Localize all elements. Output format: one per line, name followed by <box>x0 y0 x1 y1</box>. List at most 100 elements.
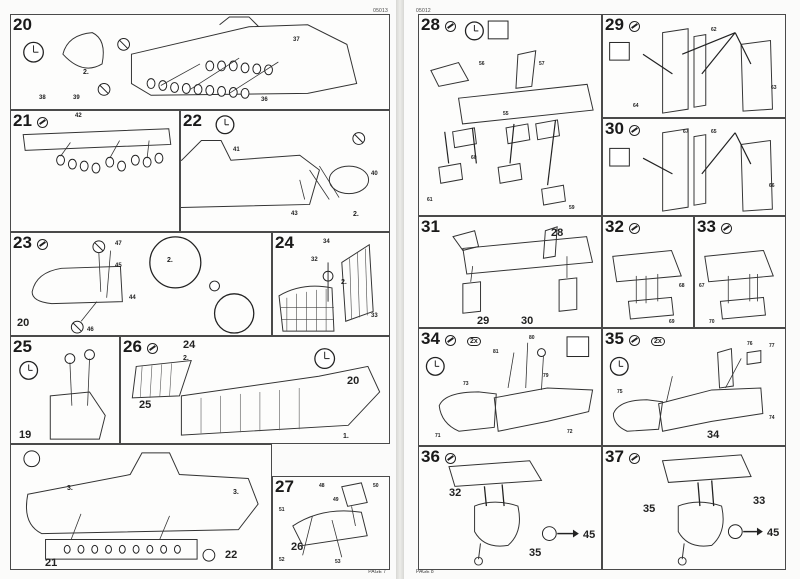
part-ref: 1. <box>343 433 349 440</box>
part-ref: 33 <box>753 495 766 507</box>
page-id: 05012 <box>416 8 431 14</box>
part-ref: 39 <box>73 95 80 101</box>
glue-icon <box>629 223 640 234</box>
part-ref: 63 <box>771 85 777 91</box>
part-ref: 62 <box>711 27 717 33</box>
part-ref: 76 <box>747 341 753 347</box>
part-ref: 20 <box>347 375 360 387</box>
part-ref: 42 <box>75 113 82 119</box>
step-number: 32 <box>605 217 624 236</box>
part-ref: 57 <box>539 61 545 67</box>
step-36-drawing <box>448 460 579 566</box>
step-34-panel: 34 2x 81 80 79 71 72 73 <box>418 328 602 446</box>
part-ref: 22 <box>225 549 238 561</box>
step-30-drawing <box>609 128 773 212</box>
part-ref: 56 <box>479 61 485 67</box>
step-20-panel: 20 38 39 37 36 2. <box>10 14 390 110</box>
glue-icon <box>629 21 640 32</box>
step-25-drawing <box>19 349 106 440</box>
step-32-panel: 32 68 69 <box>602 216 694 328</box>
glue-icon <box>721 223 732 234</box>
part-ref: 45 <box>115 263 122 269</box>
step-37-drawing <box>661 454 763 566</box>
glue-icon <box>23 450 41 468</box>
step-number: 24 <box>275 233 294 252</box>
part-ref: 45 <box>767 527 780 539</box>
quantity-badge: 2x <box>651 337 665 346</box>
step-number: 28 <box>421 15 440 34</box>
glue-icon <box>445 335 456 346</box>
step-22-panel: 22 41 43 40 2. <box>180 110 390 232</box>
glue-icon <box>147 343 158 354</box>
page-footer: PAGE 7 <box>368 569 386 575</box>
part-ref: 47 <box>115 241 122 247</box>
step-28-panel: 28 56 57 55 60 61 59 <box>418 14 602 216</box>
step-33-panel: 33 67 70 <box>694 216 786 328</box>
part-ref: 2. <box>353 211 359 218</box>
part-ref: 59 <box>569 205 575 211</box>
part-ref: 19 <box>19 429 32 441</box>
part-ref: 41 <box>233 147 240 153</box>
part-ref: 66 <box>769 183 775 189</box>
step-30-panel: 30 65 66 67 <box>602 118 786 216</box>
step-number: 27 <box>275 477 294 496</box>
part-ref: 68 <box>679 283 685 289</box>
part-ref: 2. <box>83 69 89 76</box>
part-ref: 21 <box>45 557 58 569</box>
step-21-panel: 21 42 <box>10 110 180 232</box>
step-28-drawing <box>430 20 594 206</box>
step-21-drawing <box>22 128 172 174</box>
part-ref: 55 <box>503 111 509 117</box>
step-31-drawing <box>452 226 594 314</box>
part-ref: 46 <box>87 327 94 333</box>
part-ref: 29 <box>477 315 490 327</box>
part-ref: 43 <box>291 211 298 217</box>
part-ref: 69 <box>669 319 675 325</box>
part-ref: 67 <box>683 129 689 135</box>
part-ref: 2. <box>341 279 347 286</box>
part-ref: 60 <box>471 155 477 161</box>
part-ref: 2. <box>167 257 173 264</box>
step-24-panel: 24 34 32 2. 33 <box>272 232 390 336</box>
book-gutter <box>396 0 404 579</box>
step-20-drawing <box>23 16 358 99</box>
part-ref: 2. <box>183 355 189 362</box>
step-22-drawing <box>181 115 370 208</box>
window-strip-drawing <box>23 450 259 562</box>
part-ref: 64 <box>633 103 639 109</box>
part-ref: 48 <box>319 483 325 489</box>
step-number: 29 <box>605 15 624 34</box>
part-ref: 80 <box>529 335 535 341</box>
step-number: 33 <box>697 217 716 236</box>
part-ref: 34 <box>707 429 720 441</box>
part-ref: 79 <box>543 373 549 379</box>
glue-icon <box>445 453 456 464</box>
step-26-drawing <box>131 348 381 436</box>
glue-icon <box>37 117 48 128</box>
step-number: 23 <box>13 233 32 252</box>
right-page: 05012 PAGE 8 28 56 57 55 60 61 59 29 <box>404 0 800 579</box>
step-26-panel: 26 24 2. 20 25 1. <box>120 336 390 444</box>
step-27-drawing <box>292 482 368 558</box>
step-number: 20 <box>13 15 32 34</box>
part-ref: 34 <box>323 239 330 245</box>
step-number: 22 <box>183 111 202 130</box>
quantity-badge: 2x <box>467 337 481 346</box>
step-number: 34 <box>421 329 440 348</box>
part-ref: 35 <box>529 547 542 559</box>
step-number: 21 <box>13 111 32 130</box>
part-ref: 28 <box>551 227 564 239</box>
part-ref: 53 <box>335 559 341 565</box>
part-ref: 72 <box>567 429 573 435</box>
step-36-panel: 36 32 35 45 <box>418 446 602 570</box>
part-ref: 73 <box>463 381 469 387</box>
step-35-drawing <box>609 348 764 432</box>
step-number: 30 <box>605 119 624 138</box>
step-31-panel: 31 28 29 30 <box>418 216 602 328</box>
step-33-drawing <box>704 249 774 320</box>
step-29-panel: 29 62 63 64 <box>602 14 786 118</box>
step-29-drawing <box>609 28 773 114</box>
part-ref: 26 <box>291 541 304 553</box>
step-23-panel: 23 47 45 46 44 2. 20 <box>10 232 272 336</box>
part-ref: 70 <box>709 319 715 325</box>
